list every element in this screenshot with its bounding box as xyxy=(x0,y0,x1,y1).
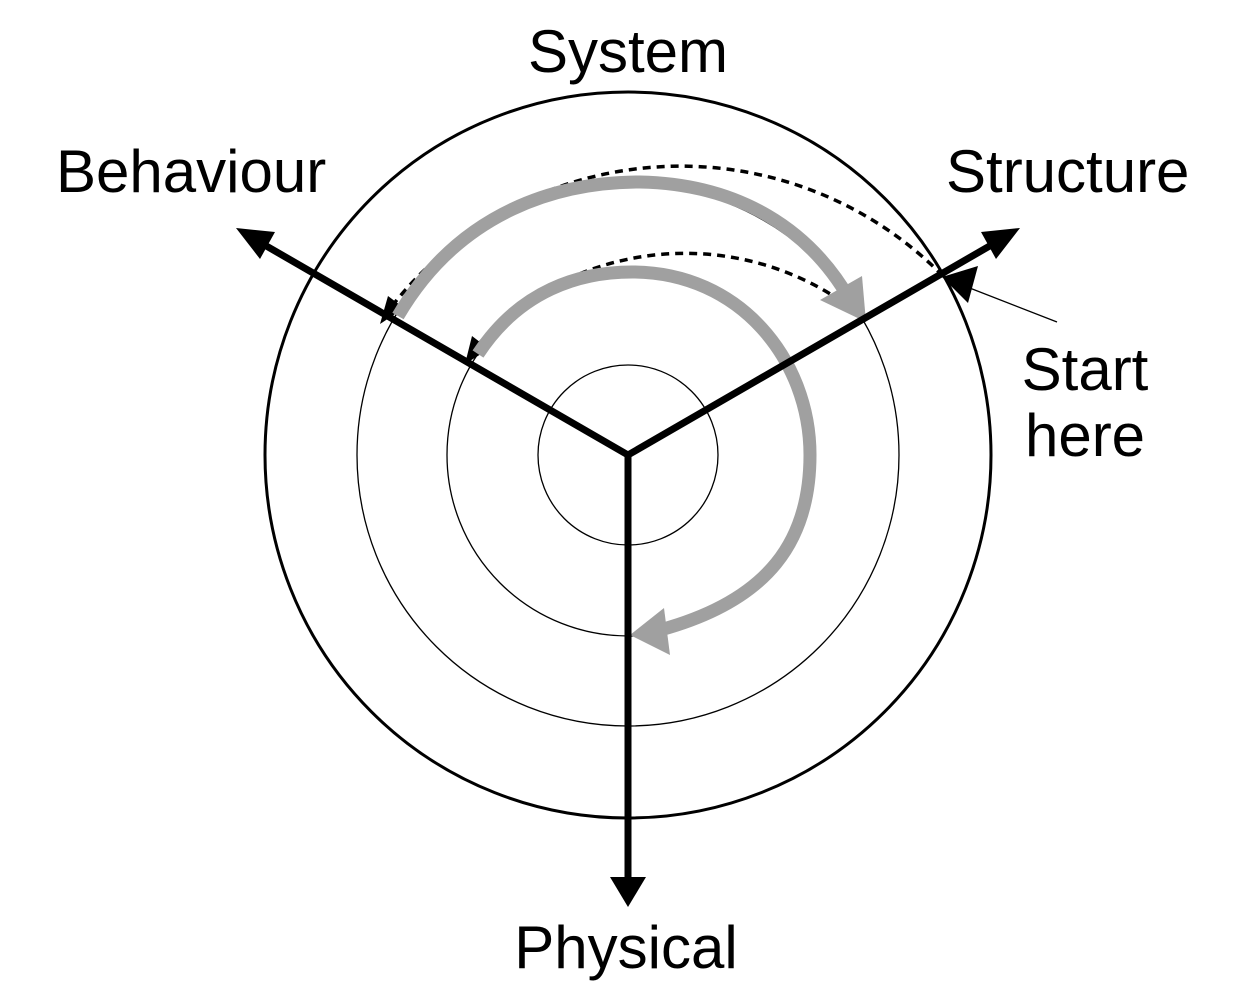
axis-structure-arrowhead xyxy=(981,228,1020,259)
label-structure: Structure xyxy=(946,138,1189,205)
dotted-arrow-outer xyxy=(390,164,945,308)
spiral-arrow-outer xyxy=(392,175,856,320)
label-physical: Physical xyxy=(514,914,737,981)
label-system: System xyxy=(528,18,728,85)
label-start-line1: Start xyxy=(1022,336,1149,403)
start-pointer-line xyxy=(961,284,1058,323)
label-behaviour: Behaviour xyxy=(56,138,326,205)
axis-structure xyxy=(626,236,1002,459)
axis-physical-arrowhead xyxy=(610,877,646,907)
start-pointer-arrowhead xyxy=(942,266,978,303)
axis-behaviour xyxy=(254,236,630,459)
spiral-arrow-inner-head xyxy=(630,608,670,655)
spiral-arrow-outer-head xyxy=(820,276,866,322)
label-start-line2: here xyxy=(1025,402,1145,469)
axis-behaviour-arrowhead xyxy=(236,228,275,259)
spiral-arrow-inner xyxy=(472,265,817,637)
